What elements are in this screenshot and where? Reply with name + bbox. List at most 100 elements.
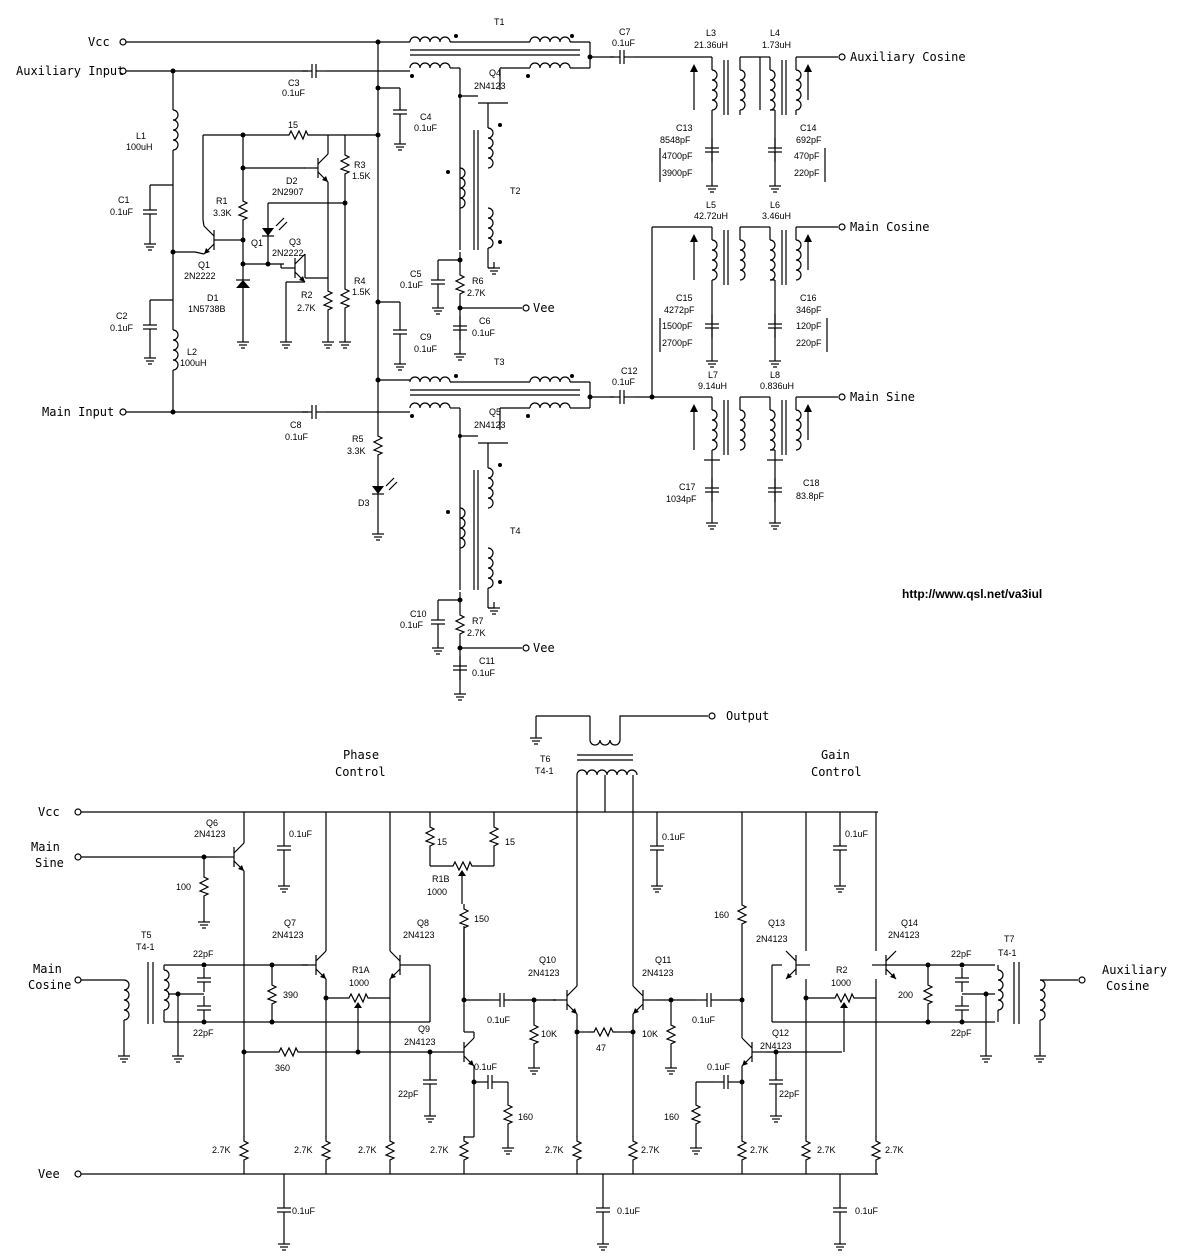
main-sine-1: Main <box>31 840 60 854</box>
c22d-val: 22pF <box>779 1089 800 1099</box>
main-cosine-2: Cosine <box>28 978 71 992</box>
t5-val: T4-1 <box>136 942 155 952</box>
c9-val: 0.1uF <box>414 344 438 354</box>
rq11-val: 2.7K <box>641 1145 660 1155</box>
r1a-ref: R1A <box>352 965 370 975</box>
vcc-port-label: Vcc <box>88 35 110 49</box>
c01c-val: 0.1uF <box>692 1015 716 1025</box>
d1-ref: D1 <box>207 293 219 303</box>
r100-val: 100 <box>176 882 191 892</box>
c13-a: 4700pF <box>662 151 693 161</box>
c11-val: 0.1uF <box>472 668 496 678</box>
r3-val: 1.5K <box>352 171 371 181</box>
q1-ref: Q1 <box>198 260 210 270</box>
l6-val: 3.46uH <box>762 211 791 221</box>
l1-val: 100uH <box>126 142 153 152</box>
gain-control-2: Control <box>811 765 862 779</box>
l5-val: 42.72uH <box>694 211 728 221</box>
c13-val: 8548pF <box>660 135 691 145</box>
c16-val: 346pF <box>796 305 822 315</box>
l5-ref: L5 <box>706 200 716 210</box>
q10-ref: Q10 <box>539 955 556 965</box>
d1-val: 1N5738B <box>188 304 226 314</box>
c10-ref: C10 <box>410 609 427 619</box>
q7-val: 2N4123 <box>272 930 304 940</box>
q10-val: 2N4123 <box>528 968 560 978</box>
c01b-val: 0.1uF <box>487 1015 511 1025</box>
l1-ref: L1 <box>136 131 146 141</box>
t4-label: T4 <box>510 526 521 536</box>
c17-ref: C17 <box>679 482 696 492</box>
l4-ref: L4 <box>770 28 780 38</box>
main-sine-2: Sine <box>35 856 64 870</box>
source-url: http://www.qsl.net/va3iul <box>902 587 1042 601</box>
c4-ref: C4 <box>420 112 432 122</box>
r1b-val: 1000 <box>427 887 447 897</box>
q14-ref: Q14 <box>901 918 918 928</box>
rq13-val: 2.7K <box>817 1145 836 1155</box>
c12-ref: C12 <box>621 366 638 376</box>
r15-val: 15 <box>288 120 298 130</box>
c15-ref: C15 <box>676 293 693 303</box>
q6-val: 2N4123 <box>194 829 226 839</box>
l4-val: 1.73uH <box>762 40 791 50</box>
c2-val: 0.1uF <box>110 323 134 333</box>
top-section: Vcc Auxiliary Input Main Input C4 0.1uF … <box>16 17 1042 701</box>
r5-ref: R5 <box>352 434 364 444</box>
r160b-val: 160 <box>714 910 729 920</box>
c1-val: 0.1uF <box>110 207 134 217</box>
t7-ref: T7 <box>1004 934 1015 944</box>
q1-val: 2N2222 <box>184 271 216 281</box>
r7-ref: R7 <box>472 616 484 626</box>
q6-ref: Q6 <box>206 818 218 828</box>
r2-ref: R2 <box>301 290 313 300</box>
q12-ref: Q12 <box>772 1028 789 1038</box>
c22f-val: 22pF <box>951 1028 972 1038</box>
vee2-label: Vee <box>533 641 555 655</box>
l2-val: 100uH <box>180 358 207 368</box>
c9-ref: C9 <box>420 332 432 342</box>
aux-cosine-1: Auxiliary <box>1102 963 1167 977</box>
q9-val: 2N4123 <box>404 1037 436 1047</box>
rq8-val: 2.7K <box>358 1145 377 1155</box>
r15a-val: 15 <box>437 837 447 847</box>
q8-val: 2N4123 <box>403 930 435 940</box>
c14-a: 470pF <box>794 151 820 161</box>
aux-cosine-2: Cosine <box>1106 979 1149 993</box>
cd6-val: 0.1uF <box>855 1206 879 1216</box>
c11-ref: C11 <box>479 656 495 666</box>
r7-val: 2.7K <box>467 628 486 638</box>
phase-control-1: Phase <box>343 748 379 762</box>
rq14-val: 2.7K <box>885 1145 904 1155</box>
t5-ref: T5 <box>141 930 152 940</box>
aux-cosine-label: Auxiliary Cosine <box>850 50 966 64</box>
c01a-val: 0.1uF <box>474 1062 498 1072</box>
c8-ref: C8 <box>290 420 302 430</box>
c7-ref: C7 <box>619 27 631 37</box>
c22e-val: 22pF <box>951 949 972 959</box>
c4-val: 0.1uF <box>414 123 438 133</box>
r1a-val: 1000 <box>349 978 369 988</box>
r1-val: 3.3K <box>213 208 232 218</box>
q11-val: 2N4123 <box>642 968 674 978</box>
d2-ref: D2 <box>286 176 298 186</box>
r1b-ref: R1B <box>432 874 450 884</box>
c14-ref: C14 <box>800 123 817 133</box>
t6-ref: T6 <box>540 754 551 764</box>
c2-ref: C2 <box>116 311 128 321</box>
r160c-val: 160 <box>664 1112 679 1122</box>
c5-ref: C5 <box>410 269 422 279</box>
r200-val: 200 <box>898 990 913 1000</box>
q13-val: 2N4123 <box>756 934 788 944</box>
rq9-val: 2.7K <box>430 1145 449 1155</box>
output-label: Output <box>726 709 769 723</box>
c12-val: 0.1uF <box>612 377 636 387</box>
c5-val: 0.1uF <box>400 280 424 290</box>
q1b-label: Q1 <box>251 238 263 248</box>
q5-ref: Q5 <box>489 407 501 417</box>
rq7-val: 2.7K <box>294 1145 313 1155</box>
c16-ref: C16 <box>800 293 817 303</box>
r47-val: 47 <box>596 1043 606 1053</box>
q9-ref: Q9 <box>418 1024 430 1034</box>
